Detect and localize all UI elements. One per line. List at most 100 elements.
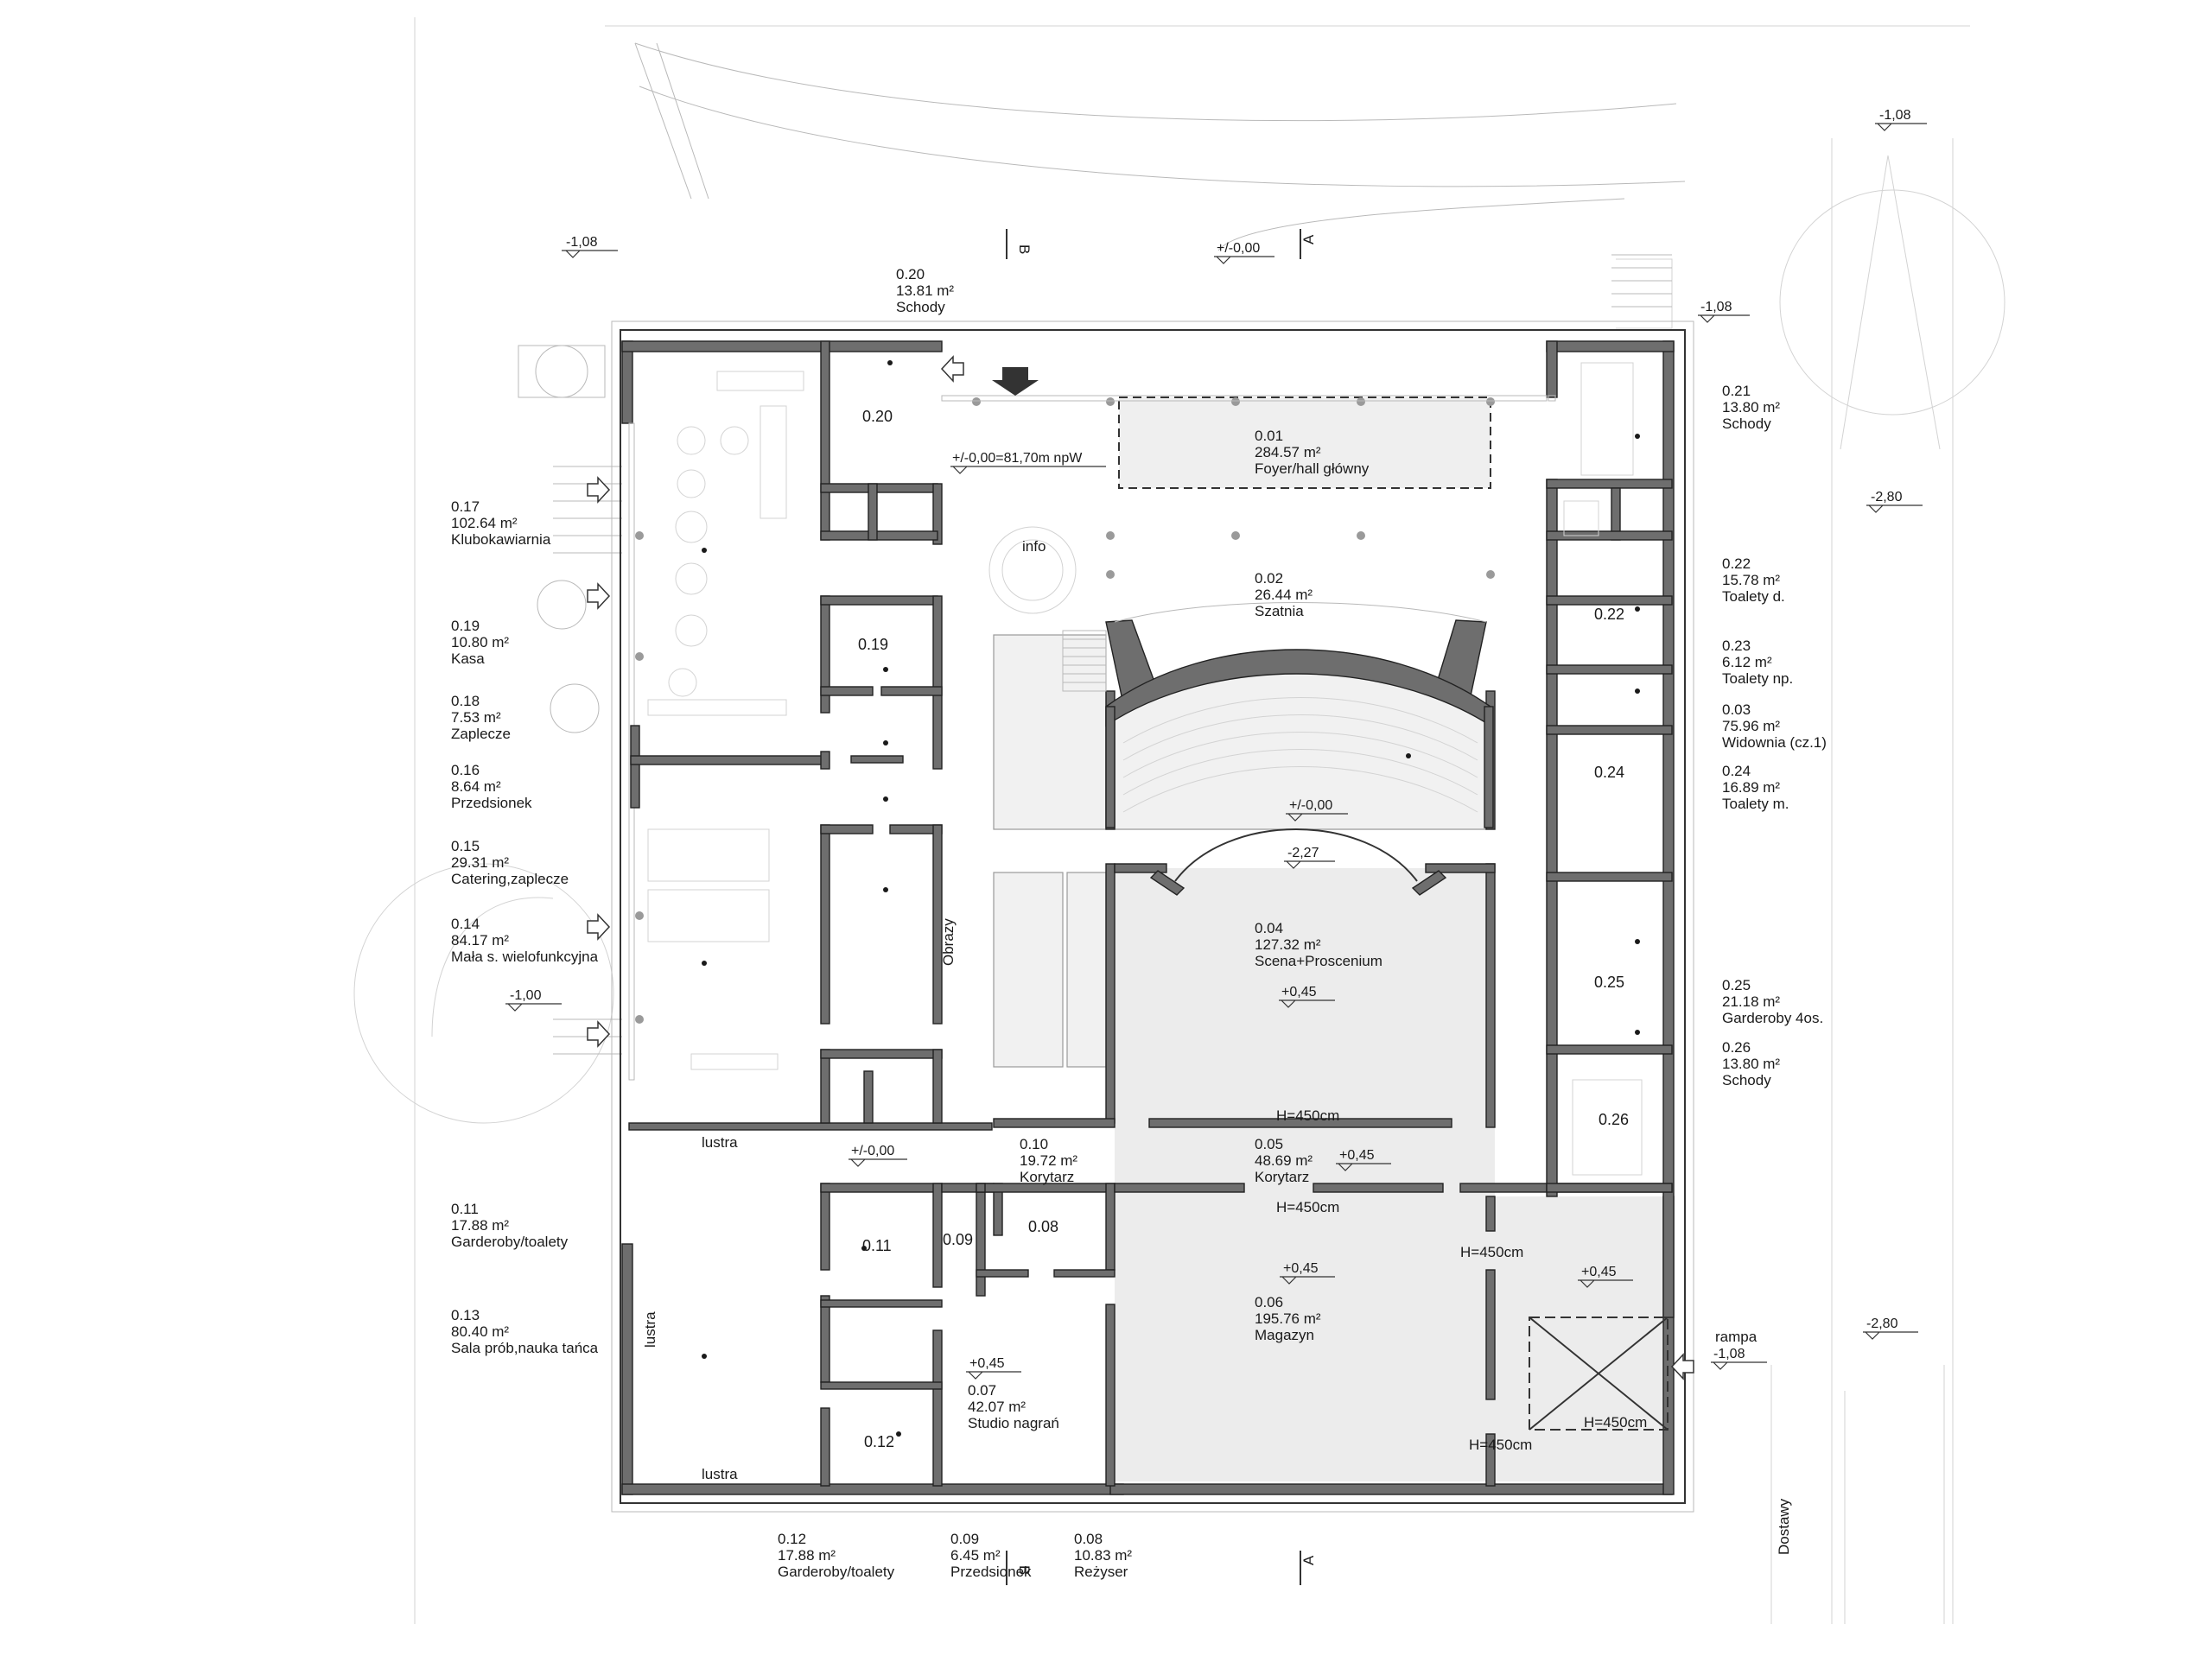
svg-text:Sala prób,nauka tańca: Sala prób,nauka tańca — [451, 1340, 599, 1356]
height-label: H=450cm — [1469, 1437, 1532, 1453]
svg-text:0.12: 0.12 — [778, 1531, 806, 1547]
mirror-label: lustra — [642, 1311, 658, 1348]
svg-text:Garderoby/toalety: Garderoby/toalety — [451, 1234, 569, 1250]
svg-text:Toalety d.: Toalety d. — [1722, 588, 1785, 605]
room-tag: 0.19 — [858, 636, 888, 653]
svg-text:+0,45: +0,45 — [1281, 985, 1317, 999]
svg-text:0.06: 0.06 — [1255, 1294, 1283, 1310]
svg-text:0.15: 0.15 — [451, 838, 480, 854]
svg-text:Reżyser: Reżyser — [1074, 1564, 1128, 1580]
room-callout: 0.18 7.53 m² Zaplecze — [451, 693, 511, 742]
storage-hatch — [1529, 1317, 1669, 1431]
ramp-label: rampa — [1715, 1329, 1758, 1345]
svg-text:-1,08: -1,08 — [1713, 1347, 1745, 1361]
svg-text:0.13: 0.13 — [451, 1307, 480, 1323]
room-dots — [702, 360, 1640, 1437]
svg-text:Toalety np.: Toalety np. — [1722, 670, 1793, 687]
svg-text:Catering,zaplecze: Catering,zaplecze — [451, 871, 569, 887]
arrow-right-icon — [587, 913, 611, 941]
level-marker: +/-0,00=81,70m npW — [950, 451, 1106, 474]
room-callout: 0.20 13.81 m² Schody — [896, 266, 954, 315]
section-a2-label: A — [1300, 1555, 1317, 1565]
svg-text:0.04: 0.04 — [1255, 920, 1283, 936]
room-tag: 0.24 — [1594, 764, 1624, 781]
room-callout: 0.06 195.76 m² Magazyn — [1255, 1294, 1321, 1343]
svg-text:0.02: 0.02 — [1255, 570, 1283, 587]
svg-text:Przedsionek: Przedsionek — [451, 795, 532, 811]
svg-text:6.12 m²: 6.12 m² — [1722, 654, 1772, 670]
svg-text:-2,80: -2,80 — [1871, 490, 1903, 504]
mirror-label: lustra — [702, 1466, 738, 1482]
level-marker: -2,80 — [1863, 1317, 1918, 1340]
level-marker: +0,45 — [1336, 1148, 1391, 1171]
room-callout: 0.08 10.83 m² Reżyser — [1074, 1531, 1132, 1580]
svg-text:16.89 m²: 16.89 m² — [1722, 779, 1780, 796]
room-callout: 0.15 29.31 m² Catering,zaplecze — [451, 838, 569, 887]
svg-text:+/-0,00: +/-0,00 — [1289, 798, 1332, 813]
svg-text:21.18 m²: 21.18 m² — [1722, 993, 1780, 1010]
room-callout: 0.11 17.88 m² Garderoby/toalety — [451, 1201, 569, 1250]
foyer-zone — [1118, 397, 1491, 489]
svg-text:Korytarz: Korytarz — [1255, 1169, 1309, 1185]
level-marker: -1,08 — [562, 235, 618, 258]
svg-text:-1,00: -1,00 — [510, 988, 542, 1003]
obrazy-label: Obrazy — [940, 918, 957, 966]
terrace-furniture — [518, 345, 606, 733]
room-callout: 0.21 13.80 m² Schody — [1722, 383, 1780, 432]
auditorium-seating — [1062, 602, 1487, 896]
room-callout: 0.19 10.80 m² Kasa — [451, 618, 509, 667]
svg-text:+0,45: +0,45 — [969, 1356, 1005, 1371]
svg-text:-2,27: -2,27 — [1287, 846, 1319, 860]
entrance-arrows — [587, 355, 1694, 1380]
misc-labels: info Obrazy lustra lustra lustra H=450cm… — [642, 538, 1792, 1555]
svg-text:0.23: 0.23 — [1722, 638, 1751, 654]
room-tag: 0.08 — [1028, 1218, 1058, 1235]
room-callout: 0.12 17.88 m² Garderoby/toalety — [778, 1531, 895, 1580]
svg-text:0.24: 0.24 — [1722, 763, 1751, 779]
svg-text:17.88 m²: 17.88 m² — [778, 1547, 836, 1564]
svg-text:80.40 m²: 80.40 m² — [451, 1323, 509, 1340]
svg-text:Schody: Schody — [1722, 416, 1771, 432]
room-callout: 0.05 48.69 m² Korytarz — [1255, 1136, 1313, 1185]
room-tag: 0.25 — [1594, 974, 1624, 991]
svg-text:0.14: 0.14 — [451, 916, 480, 932]
svg-text:Przedsionek: Przedsionek — [950, 1564, 1032, 1580]
room-callout: 0.07 42.07 m² Studio nagrań — [968, 1382, 1059, 1431]
svg-text:0.16: 0.16 — [451, 762, 480, 778]
height-label: H=450cm — [1460, 1244, 1523, 1260]
svg-text:13.81 m²: 13.81 m² — [896, 282, 954, 299]
room-callout: 0.04 127.32 m² Scena+Proscenium — [1255, 920, 1382, 969]
arrow-right-icon — [587, 476, 611, 504]
height-label: H=450cm — [1276, 1107, 1339, 1124]
svg-text:0.18: 0.18 — [451, 693, 480, 709]
svg-text:0.17: 0.17 — [451, 498, 480, 515]
room-callout: 0.13 80.40 m² Sala prób,nauka tańca — [451, 1307, 599, 1356]
room-tag: 0.26 — [1599, 1111, 1629, 1128]
svg-text:10.83 m²: 10.83 m² — [1074, 1547, 1132, 1564]
building-outline — [611, 320, 1694, 1513]
svg-text:48.69 m²: 48.69 m² — [1255, 1152, 1313, 1169]
svg-text:0.09: 0.09 — [950, 1531, 979, 1547]
room-tag: 0.12 — [864, 1433, 894, 1450]
svg-text:Schody: Schody — [1722, 1072, 1771, 1088]
room-tag: 0.11 — [862, 1237, 892, 1254]
level-marker: +/-0,00 — [1286, 798, 1348, 822]
svg-text:6.45 m²: 6.45 m² — [950, 1547, 1001, 1564]
room-callout: 0.25 21.18 m² Garderoby 4os. — [1722, 977, 1823, 1026]
svg-text:0.22: 0.22 — [1722, 555, 1751, 572]
room-tag: 0.20 — [862, 408, 893, 425]
room-callout: 0.22 15.78 m² Toalety d. — [1722, 555, 1785, 605]
arrow-right-icon — [587, 582, 611, 610]
svg-text:26.44 m²: 26.44 m² — [1255, 587, 1313, 603]
svg-text:+/-0,00=81,70m npW: +/-0,00=81,70m npW — [952, 451, 1083, 466]
svg-text:8.64 m²: 8.64 m² — [451, 778, 501, 795]
height-label: H=450cm — [1584, 1414, 1647, 1431]
svg-text:Mała s. wielofunkcyjna: Mała s. wielofunkcyjna — [451, 949, 599, 965]
svg-text:Garderoby 4os.: Garderoby 4os. — [1722, 1010, 1823, 1026]
svg-text:Magazyn: Magazyn — [1255, 1327, 1314, 1343]
level-marker: +/-0,00 — [849, 1144, 907, 1167]
svg-text:-1,08: -1,08 — [1700, 300, 1732, 314]
room-callout: 0.03 75.96 m² Widownia (cz.1) — [1722, 701, 1827, 751]
room-callouts: 0.20 13.81 m² Schody 0.17 102.64 m² Klub… — [451, 266, 1827, 1580]
